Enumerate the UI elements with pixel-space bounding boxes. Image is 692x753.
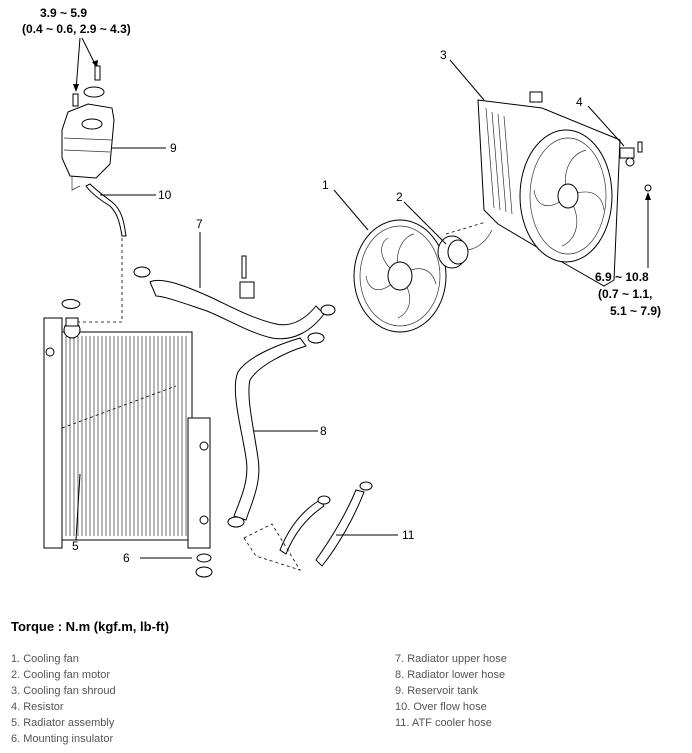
cooling-fan-shroud (477, 91, 621, 287)
callout-2: 2 (396, 190, 403, 204)
legend-item: 11. ATF cooler hose (395, 717, 492, 729)
legend-item: 5. Radiator assembly (11, 717, 115, 729)
callout-6: 6 (123, 551, 130, 565)
torque-top-line1: 3.9 ~ 5.9 (40, 6, 87, 20)
callout-8: 8 (320, 424, 327, 438)
callout-11: 11 (402, 528, 415, 542)
callout-9: 9 (170, 141, 177, 155)
legend-item: 6. Mounting insulator (11, 733, 114, 745)
radiator-upper-hose (133, 255, 336, 340)
resistor (619, 141, 643, 167)
callout-4: 4 (576, 95, 583, 109)
legend-item: 3. Cooling fan shroud (11, 685, 116, 697)
callout-5: 5 (72, 539, 79, 553)
torque-heading: Torque : N.m (kgf.m, lb-ft) (11, 619, 169, 634)
torque-right-line2: (0.7 ~ 1.1, (598, 287, 652, 301)
callout-3: 3 (440, 48, 447, 62)
legend-item: 2. Cooling fan motor (11, 669, 111, 681)
legend-item: 10. Over flow hose (395, 701, 487, 713)
mounting-insulator (195, 553, 213, 578)
cooling-fan-motor (437, 229, 493, 269)
legend-item: 4. Resistor (11, 701, 64, 713)
legend-item: 8. Radiator lower hose (395, 669, 506, 681)
torque-right-line1: 6.9 ~ 10.8 (595, 270, 649, 284)
legend-item: 1. Cooling fan (11, 653, 79, 665)
exploded-parts-diagram: 3.9 ~ 5.9 (0.4 ~ 0.6, 2.9 ~ 4.3) 9 10 5 (22, 6, 661, 578)
radiator-lower-hose (227, 332, 325, 528)
torque-top-line2: (0.4 ~ 0.6, 2.9 ~ 4.3) (22, 22, 131, 36)
callout-1: 1 (322, 178, 329, 192)
legend-left: 1. Cooling fan 2. Cooling fan motor 3. C… (11, 651, 116, 747)
atf-cooler-hose (279, 481, 373, 567)
legend-item: 7. Radiator upper hose (395, 653, 507, 665)
radiator-assembly (43, 317, 211, 549)
callout-7: 7 (196, 217, 203, 231)
torque-right-line3: 5.1 ~ 7.9) (610, 304, 661, 318)
reservoir-tank (61, 65, 115, 191)
legend-right: 7. Radiator upper hose 8. Radiator lower… (395, 651, 507, 731)
overflow-hose (85, 183, 127, 237)
legend-item: 9. Reservoir tank (395, 685, 479, 697)
cooling-fan (353, 219, 447, 333)
callout-10: 10 (158, 188, 172, 202)
